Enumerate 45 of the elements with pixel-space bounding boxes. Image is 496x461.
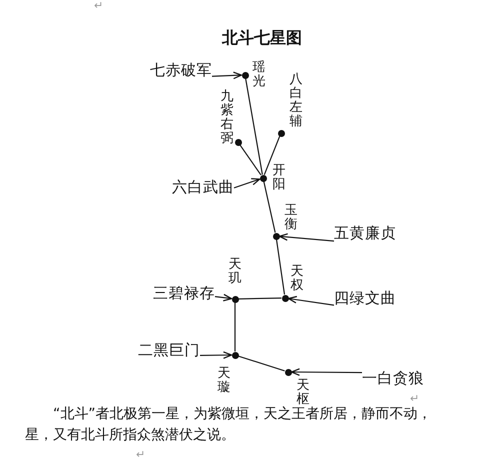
connecting-line	[264, 136, 280, 175]
star-name: 瑶光	[252, 61, 266, 89]
star-label: 五黄廉贞	[334, 224, 396, 242]
arrow	[234, 178, 260, 188]
paragraph-mark: ↵	[410, 393, 420, 405]
connecting-line	[238, 298, 282, 300]
connecting-line	[276, 239, 286, 295]
star-name: 天玑	[228, 258, 242, 286]
star-name: 九紫右弼	[220, 90, 234, 146]
star-name: 天璇	[217, 367, 231, 395]
star-label: 三碧禄存	[153, 284, 215, 302]
star-dot	[232, 352, 238, 358]
caption: “北斗”者北极第一星，为紫微垣，天之王者所居，静而不动，星，又有北斗所指众煞潜伏之说。	[25, 405, 433, 445]
star-name: 八白左辅	[289, 73, 303, 129]
star-label: 七赤破军	[150, 61, 212, 79]
connecting-line	[263, 181, 276, 233]
star-name: 开阳	[272, 164, 286, 192]
arrow	[212, 72, 242, 80]
connecting-line	[245, 78, 263, 175]
diagram-title: 北斗七星图	[222, 28, 302, 48]
connecting-line	[238, 356, 285, 372]
connecting-line	[240, 144, 262, 176]
paragraph-mark: ↵	[136, 449, 146, 461]
star-dot	[242, 72, 248, 78]
arrow	[290, 368, 362, 376]
star-name: 玉衡	[284, 204, 298, 232]
arrow	[288, 296, 334, 306]
star-dot	[234, 138, 242, 146]
star-dot	[284, 368, 292, 376]
star-label: 四绿文曲	[334, 289, 396, 307]
star-label: 一白贪狼	[362, 369, 424, 387]
star-dot	[232, 296, 238, 302]
arrow	[214, 294, 232, 302]
paragraph-mark: ↵	[94, 0, 104, 12]
connecting-line	[234, 302, 236, 352]
star-label: 六白武曲	[172, 178, 234, 196]
star-label: 二黑巨门	[138, 341, 200, 359]
star-dot	[278, 130, 284, 136]
arrow	[200, 351, 232, 359]
star-name: 天权	[290, 265, 304, 293]
star-dot	[272, 232, 280, 240]
star-dot	[282, 294, 288, 302]
arrow	[278, 233, 334, 242]
star-name: 天枢	[296, 379, 310, 407]
star-dot	[260, 174, 266, 182]
